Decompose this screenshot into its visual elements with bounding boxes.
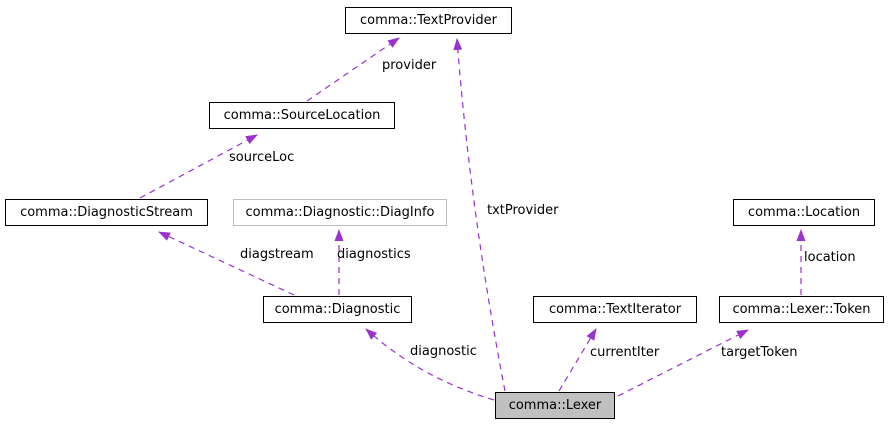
edge-label-txtprovider: txtProvider (487, 203, 559, 218)
edge-sourceloc (139, 134, 258, 199)
edge-label-sourceloc: sourceLoc (229, 150, 295, 165)
edge-label-currentiter: currentIter (590, 345, 660, 360)
edge-txtprovider (453, 38, 506, 392)
node-comma-location[interactable]: comma::Location (733, 199, 875, 226)
edge-label-diagnostic: diagnostic (410, 344, 477, 359)
edge-diagstream (158, 231, 295, 296)
edge-label-diagnostics: diagnostics (337, 247, 411, 262)
node-comma-diagnostic-diaginfo: comma::Diagnostic::DiagInfo (233, 199, 447, 226)
edge-provider (306, 37, 400, 102)
node-comma-lexer-token[interactable]: comma::Lexer::Token (719, 296, 884, 323)
edge-label-location: location (804, 250, 856, 265)
edge-label-diagstream: diagstream (240, 247, 314, 262)
edge-targettoken (617, 329, 749, 397)
node-comma-lexer: comma::Lexer (495, 392, 615, 419)
node-comma-textiterator[interactable]: comma::TextIterator (533, 296, 697, 323)
edge-diagnostic (365, 328, 495, 401)
node-comma-diagnosticstream[interactable]: comma::DiagnosticStream (5, 199, 208, 226)
node-comma-diagnostic[interactable]: comma::Diagnostic (263, 296, 412, 323)
edge-label-provider: provider (382, 58, 437, 73)
edge-currentiter (558, 328, 597, 392)
node-comma-textprovider[interactable]: comma::TextProvider (345, 7, 512, 34)
node-comma-sourcelocation[interactable]: comma::SourceLocation (209, 102, 395, 129)
edge-label-targettoken: targetToken (721, 345, 798, 360)
